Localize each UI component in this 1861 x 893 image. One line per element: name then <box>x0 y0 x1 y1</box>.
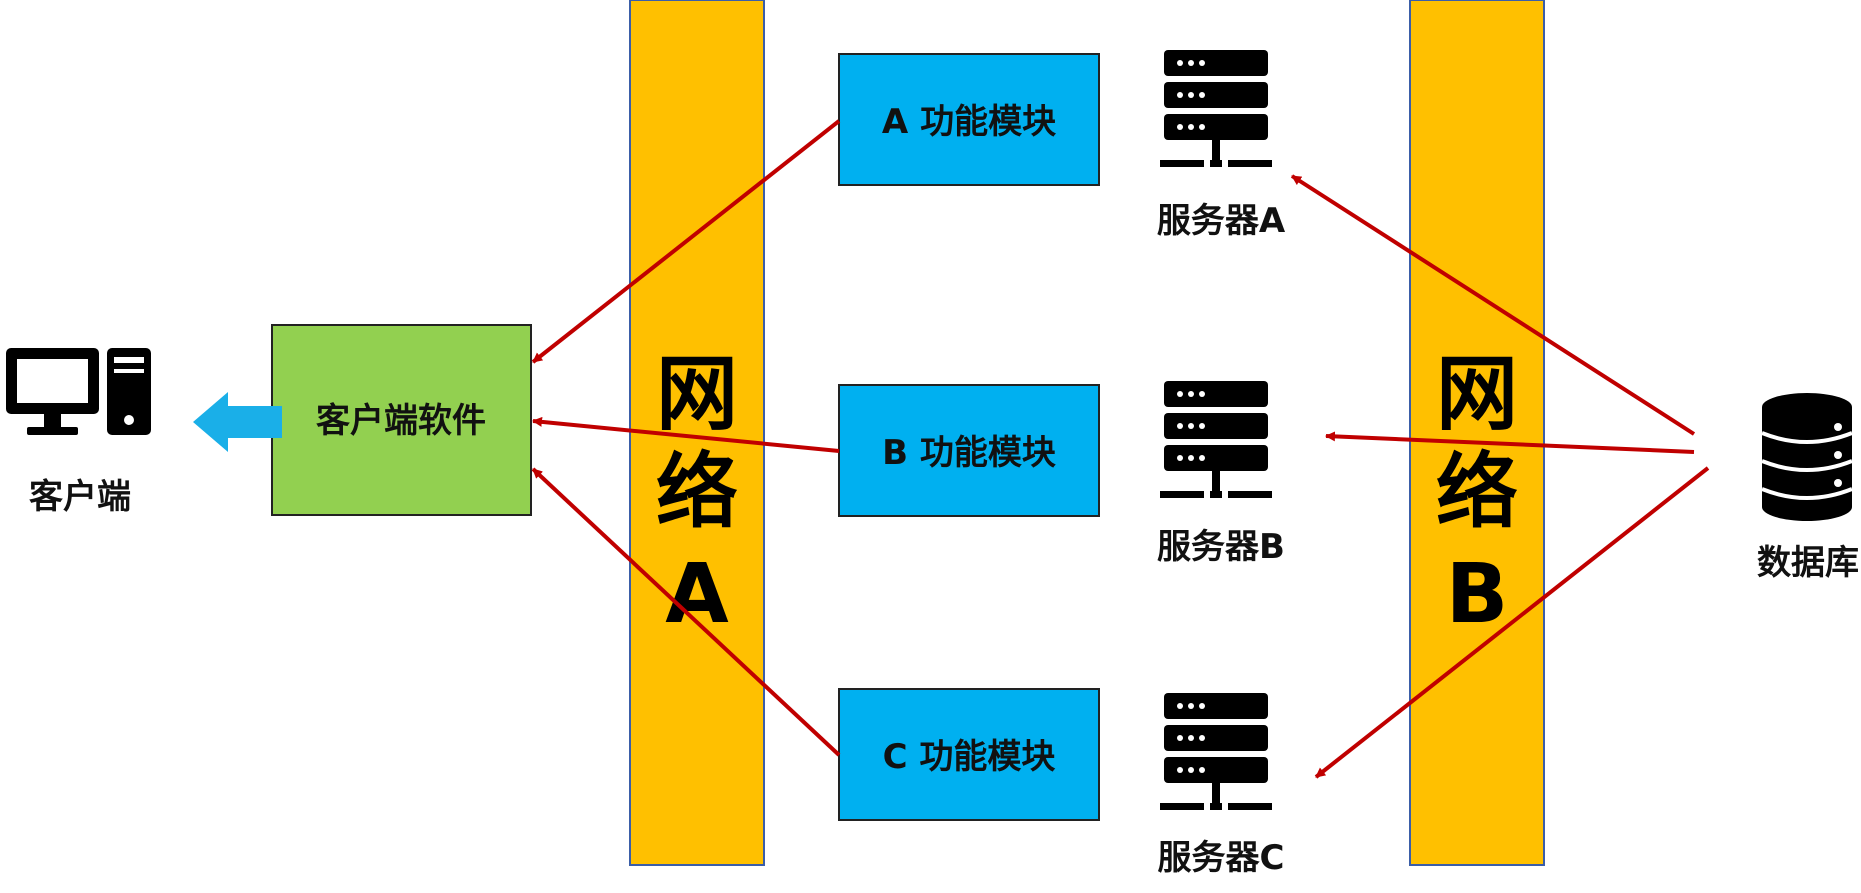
server-a-label: 服务器A <box>1157 201 1286 241</box>
database-icon <box>1761 393 1853 521</box>
network-a-label-1: 网 <box>656 347 738 442</box>
server-c-label: 服务器C <box>1158 838 1285 878</box>
module-a-box <box>838 53 1100 186</box>
arrow-database-to-server-c <box>1314 466 1710 779</box>
desktop-computer-icon <box>6 348 151 435</box>
arrow-database-to-server-a <box>1290 174 1696 436</box>
arrow-database-to-server-b <box>1325 431 1695 454</box>
module-b-label: B 功能模块 <box>882 433 1056 473</box>
module-a-label: A 功能模块 <box>882 102 1056 142</box>
network-a-label-3: A <box>665 547 729 642</box>
client-software-label: 客户端软件 <box>316 401 486 441</box>
arrow-module-a-to-software <box>531 119 841 364</box>
server-a-icon <box>1160 50 1272 167</box>
network-b-bar <box>1409 0 1545 866</box>
client-label: 客户端 <box>29 477 131 517</box>
module-b-box <box>838 384 1100 517</box>
arrow-module-c-to-software <box>531 467 841 757</box>
server-b-icon <box>1160 381 1272 498</box>
database-label: 数据库 <box>1757 543 1859 583</box>
network-b-label-2: 络 <box>1436 445 1518 540</box>
module-c-label: C 功能模块 <box>883 737 1056 777</box>
module-c-box <box>838 688 1100 821</box>
server-c-icon <box>1160 693 1272 810</box>
arrow-module-b-to-software <box>532 416 840 453</box>
network-a-label-2: 络 <box>656 445 738 540</box>
left-arrow-icon <box>193 392 282 452</box>
network-b-label-3: B <box>1446 547 1509 642</box>
server-b-label: 服务器B <box>1157 527 1285 567</box>
network-b-label-1: 网 <box>1436 347 1518 442</box>
